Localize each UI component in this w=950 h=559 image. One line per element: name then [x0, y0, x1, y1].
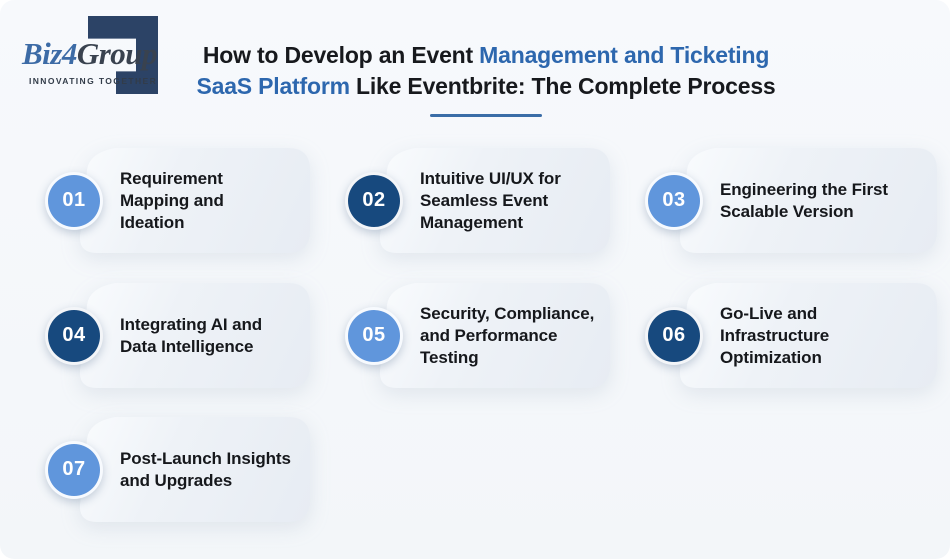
logo-bracket-icon — [88, 16, 158, 94]
card-background — [345, 148, 610, 253]
biz4group-logo: Biz4Group INNOVATING TOGETHER — [22, 12, 172, 96]
step-number-badge: 03 — [645, 171, 703, 230]
step-card-2: 02 Intuitive UI/UX for Seamless Event Ma… — [345, 148, 610, 253]
card-background — [345, 283, 610, 388]
title-line1-dark: How to Develop an Event — [202, 42, 480, 68]
logo-word-biz: Biz — [22, 36, 62, 71]
card-background — [645, 148, 937, 253]
step-label: Security, Compliance, and Performance Te… — [420, 303, 595, 367]
title-line2-dark: Like Eventbrite: The Complete Process — [349, 73, 776, 99]
step-number-badge: 05 — [345, 306, 403, 365]
title-line2-blue: SaaS Platform — [196, 73, 350, 99]
header: How to Develop an Event Management and T… — [168, 40, 804, 117]
page-title: How to Develop an Event Management and T… — [168, 40, 804, 102]
step-card-6: 06 Go-Live and Infrastructure Optimizati… — [645, 283, 937, 388]
step-number-badge: 06 — [645, 306, 703, 365]
step-number-badge: 07 — [45, 440, 103, 499]
step-number-badge: 04 — [45, 306, 103, 365]
step-card-3: 03 Engineering the First Scalable Versio… — [645, 148, 937, 253]
step-card-5: 05 Security, Compliance, and Performance… — [345, 283, 610, 388]
title-line1-blue: Management and Ticketing — [479, 42, 770, 68]
card-background — [45, 148, 310, 253]
logo-word-4: 4 — [61, 36, 78, 71]
logo-wordmark: Biz4Group — [22, 36, 158, 72]
step-label: Intuitive UI/UX for Seamless Event Manag… — [420, 168, 561, 232]
card-background — [45, 417, 310, 522]
title-underline — [430, 114, 542, 117]
step-label: Post-Launch Insights and Upgrades — [120, 448, 291, 490]
step-label: Integrating AI and Data Intelligence — [120, 314, 263, 356]
card-background — [45, 283, 310, 388]
step-label: Requirement Mapping and Ideation — [120, 168, 224, 232]
step-number-badge: 01 — [45, 171, 103, 230]
title-line-1: How to Develop an Event Management and T… — [168, 40, 804, 71]
logo-word-group: Group — [76, 36, 158, 71]
step-number-badge: 02 — [345, 171, 403, 230]
card-background — [645, 283, 937, 388]
step-card-7: 07 Post-Launch Insights and Upgrades — [45, 417, 310, 522]
step-card-1: 01 Requirement Mapping and Ideation — [45, 148, 310, 253]
step-label: Engineering the First Scalable Version — [720, 179, 888, 221]
logo-tagline: INNOVATING TOGETHER — [29, 76, 158, 86]
title-line-2: SaaS Platform Like Eventbrite: The Compl… — [168, 71, 804, 102]
step-card-4: 04 Integrating AI and Data Intelligence — [45, 283, 310, 388]
step-label: Go-Live and Infrastructure Optimization — [720, 303, 830, 367]
